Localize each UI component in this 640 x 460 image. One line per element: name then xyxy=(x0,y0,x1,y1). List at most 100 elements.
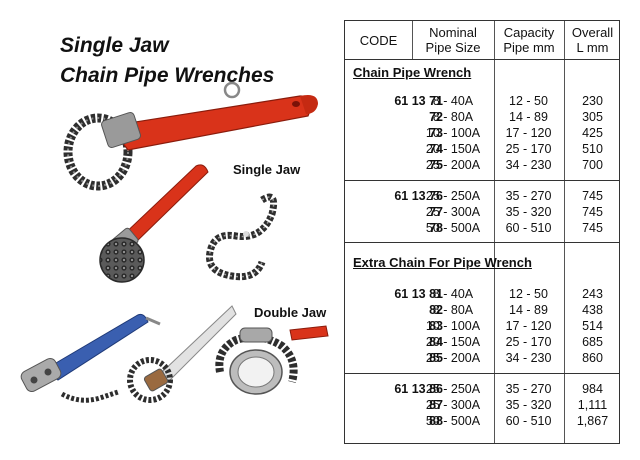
code-cell: 73 xyxy=(429,126,443,140)
header-code: CODE xyxy=(345,21,412,59)
capacity-cell: 34 - 230 xyxy=(505,158,552,172)
nominal-cell: 8 - 40A xyxy=(432,287,474,301)
table-row: 61 13 81 8 - 40A 12 - 50 243 xyxy=(345,287,621,303)
header-nominal-line2: Pipe Size xyxy=(425,40,481,55)
capacity-cell: 35 - 270 xyxy=(505,189,552,203)
nominal-cell: 25 - 200A xyxy=(425,351,481,365)
nominal-cell: 8 - 40A xyxy=(432,94,474,108)
table-row: 61 13 76 25 - 250A 35 - 270 745 xyxy=(345,189,621,205)
header-capacity-line1: Capacity xyxy=(503,25,555,40)
table-row: 74 20 - 150A 25 - 170 510 xyxy=(345,142,621,158)
length-cell: 745 xyxy=(582,189,603,203)
column-divider xyxy=(494,21,495,443)
code-cell: 78 xyxy=(429,221,443,235)
length-cell: 745 xyxy=(582,205,603,219)
nominal-cell: 10 - 100A xyxy=(425,126,481,140)
group-rule xyxy=(345,373,619,374)
capacity-cell: 17 - 120 xyxy=(505,126,552,140)
nominal-cell: 25 - 250A xyxy=(425,382,481,396)
table-row: 78 50 - 500A 60 - 510 745 xyxy=(345,221,621,237)
capacity-cell: 60 - 510 xyxy=(505,221,552,235)
table-row: 72 8 - 80A 14 - 89 305 xyxy=(345,110,621,126)
header-capacity: Capacity Pipe mm xyxy=(494,21,564,59)
header-overall: Overall L mm xyxy=(564,21,621,59)
table-row: 85 25 - 200A 34 - 230 860 xyxy=(345,351,621,367)
table-row: 84 20 - 150A 25 - 170 685 xyxy=(345,335,621,351)
length-cell: 984 xyxy=(582,382,603,396)
group-rule xyxy=(345,180,619,181)
code-cell: 61 13 86 xyxy=(394,382,443,396)
table-row: 87 25 - 300A 35 - 320 1,111 xyxy=(345,398,621,414)
nominal-cell: 8 - 80A xyxy=(432,110,474,124)
column-divider xyxy=(564,21,565,443)
table-row: 88 50 - 500A 60 - 510 1,867 xyxy=(345,414,621,430)
code-cell: 61 13 71 xyxy=(394,94,443,108)
nominal-cell: 8 - 80A xyxy=(432,303,474,317)
length-cell: 685 xyxy=(582,335,603,349)
length-cell: 1,867 xyxy=(576,414,609,428)
capacity-cell: 35 - 270 xyxy=(505,382,552,396)
length-cell: 1,111 xyxy=(577,398,608,412)
length-cell: 745 xyxy=(582,221,603,235)
double-jaw-wrench-silver-image xyxy=(127,305,237,403)
capacity-cell: 14 - 89 xyxy=(509,110,548,124)
table-row: 83 10 - 100A 17 - 120 514 xyxy=(345,319,621,335)
nominal-cell: 25 - 300A xyxy=(425,398,481,412)
capacity-cell: 17 - 120 xyxy=(505,319,552,333)
header-rule xyxy=(345,59,619,60)
extra-chain-image xyxy=(205,193,278,281)
header-nominal-line1: Nominal xyxy=(429,25,477,40)
table-row: 73 10 - 100A 17 - 120 425 xyxy=(345,126,621,142)
capacity-cell: 12 - 50 xyxy=(509,287,548,301)
header-overall-line1: Overall xyxy=(571,25,614,40)
section-title-chain-pipe-wrench: Chain Pipe Wrench xyxy=(353,65,472,80)
double-jaw-wrench-blue-image xyxy=(20,313,161,403)
length-cell: 700 xyxy=(582,158,603,172)
code-cell: 85 xyxy=(429,351,443,365)
length-cell: 230 xyxy=(582,94,603,108)
length-cell: 305 xyxy=(582,110,603,124)
header-code-label: CODE xyxy=(359,32,398,48)
nominal-cell: 25 - 200A xyxy=(425,158,481,172)
code-cell: 75 xyxy=(429,158,443,172)
nominal-cell: 50 - 500A xyxy=(425,221,481,235)
table-row: 61 13 86 25 - 250A 35 - 270 984 xyxy=(345,382,621,398)
table-row: 61 13 71 8 - 40A 12 - 50 230 xyxy=(345,94,621,110)
capacity-cell: 14 - 89 xyxy=(509,303,548,317)
code-cell: 84 xyxy=(429,335,443,349)
double-jaw-caption: Double Jaw xyxy=(254,305,327,320)
table-row: 82 8 - 80A 14 - 89 438 xyxy=(345,303,621,319)
capacity-cell: 12 - 50 xyxy=(509,94,548,108)
code-cell: 82 xyxy=(429,303,443,317)
single-jaw-wrench-medium-image xyxy=(99,164,209,283)
nominal-cell: 50 - 500A xyxy=(425,414,481,428)
single-jaw-caption: Single Jaw xyxy=(233,162,301,177)
code-cell: 83 xyxy=(429,319,443,333)
single-jaw-wrench-large-image xyxy=(63,81,318,191)
capacity-cell: 35 - 320 xyxy=(505,205,552,219)
code-cell: 61 13 76 xyxy=(394,189,443,203)
length-cell: 860 xyxy=(582,351,603,365)
length-cell: 243 xyxy=(582,287,603,301)
nominal-cell: 10 - 100A xyxy=(425,319,481,333)
nominal-cell: 25 - 300A xyxy=(425,205,481,219)
header-overall-line2: L mm xyxy=(576,40,609,55)
header-capacity-line2: Pipe mm xyxy=(503,40,555,55)
capacity-cell: 34 - 230 xyxy=(505,351,552,365)
nominal-cell: 20 - 150A xyxy=(425,142,481,156)
nominal-cell: 20 - 150A xyxy=(425,335,481,349)
table-row: 75 25 - 200A 34 - 230 700 xyxy=(345,158,621,174)
length-cell: 425 xyxy=(582,126,603,140)
code-cell: 88 xyxy=(429,414,443,428)
code-cell: 74 xyxy=(429,142,443,156)
section-rule xyxy=(345,242,619,243)
header-nominal: Nominal Pipe Size xyxy=(412,21,494,59)
code-cell: 61 13 81 xyxy=(394,287,443,301)
code-cell: 72 xyxy=(429,110,443,124)
jaw-closeup-image xyxy=(215,325,329,395)
capacity-cell: 25 - 170 xyxy=(505,335,552,349)
length-cell: 510 xyxy=(582,142,603,156)
length-cell: 438 xyxy=(582,303,603,317)
product-illustrations xyxy=(20,81,329,403)
table-row: 77 25 - 300A 35 - 320 745 xyxy=(345,205,621,221)
